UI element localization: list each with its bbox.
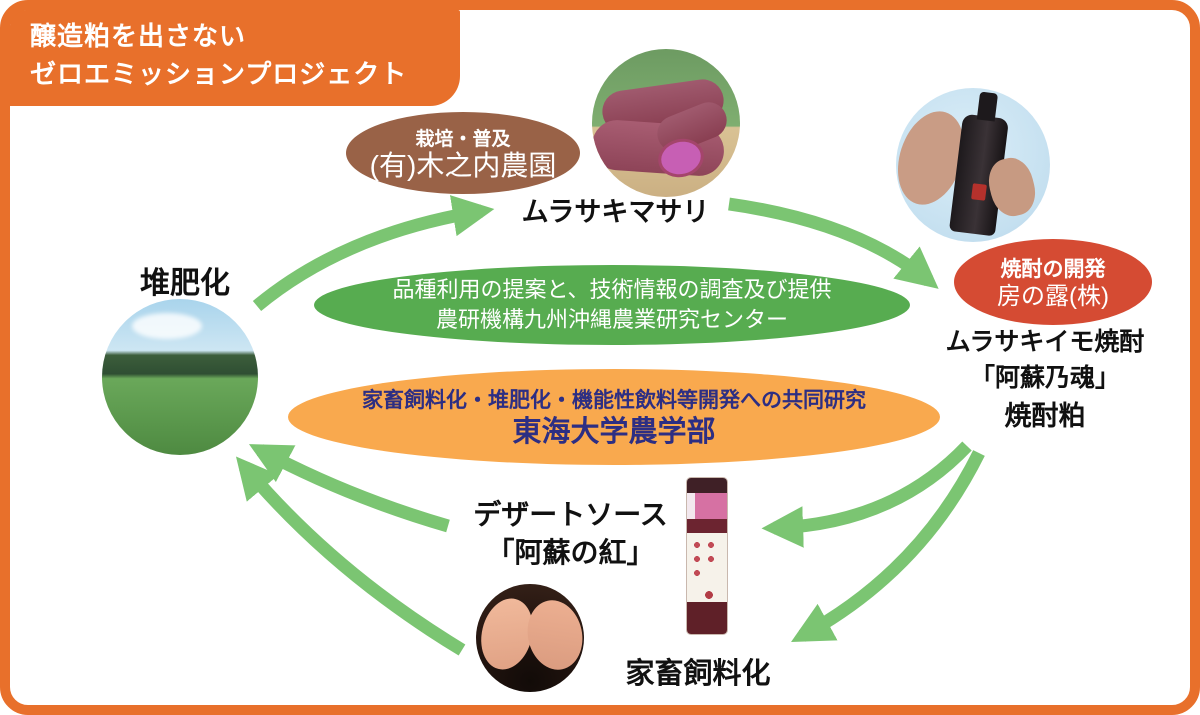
- arrow-compost-to-cultivation: [252, 195, 495, 312]
- shochu-product-line2: 「阿蘇乃魂」: [969, 364, 1120, 393]
- dessert-sauce-bottle-photo: [686, 477, 728, 635]
- bottle-label-mark: [971, 183, 987, 201]
- arrow-dessert-to-compost: [248, 444, 450, 533]
- shochu-development-ellipse: 焼酎の開発 房の露(株): [954, 239, 1152, 325]
- dessert-sauce-line2: 「阿蘇の紅」: [486, 536, 655, 568]
- dessert-sauce-line1: デザートソース: [473, 499, 668, 530]
- shochu-product-label: ムラサキイモ焼酎 「阿蘇乃魂」 焼酎粕: [910, 324, 1180, 436]
- university-name: 東海大学農学部: [512, 415, 716, 448]
- arrow-variety-to-shochu-dev: [728, 197, 939, 289]
- livestock-feed-label: 家畜飼料化: [625, 658, 771, 690]
- bottle-body-label-shape: [687, 533, 727, 602]
- project-title-line1: 醸造粕を出さない: [30, 21, 247, 51]
- project-title-line2: ゼロエミッションプロジェクト: [30, 58, 408, 89]
- sauce-liquid-shape: [687, 519, 727, 533]
- joint-research-role: 家畜飼料化・堆肥化・機能性飲料等開発への共同研究: [362, 388, 866, 412]
- compost-label: 堆肥化: [140, 267, 230, 300]
- pig-shape: [521, 595, 584, 675]
- university-joint-research-ellipse: 家畜飼料化・堆肥化・機能性飲料等開発への共同研究 東海大学農学部: [284, 365, 944, 469]
- pigs-photo: [476, 584, 584, 692]
- bottle-neck-label-shape: [687, 493, 727, 519]
- research-center-role: 品種利用の提案と、技術情報の調査及び提供: [392, 277, 832, 303]
- project-title-banner: 醸造粕を出さない ゼロエミッションプロジェクト: [10, 10, 460, 106]
- cultivation-role: 栽培・普及: [415, 129, 511, 151]
- cultivation-farm-name: (有)木之内農園: [369, 150, 557, 182]
- research-center-ellipse: 品種利用の提案と、技術情報の調査及び提供 農研機構九州沖縄農業研究センター: [310, 261, 914, 349]
- cultivation-farm-ellipse: 栽培・普及 (有)木之内農園: [346, 112, 580, 194]
- purple-sweet-potato-photo: [592, 49, 740, 197]
- shochu-dev-role: 焼酎の開発: [1000, 257, 1106, 281]
- shochu-dev-company: 房の露(株): [997, 282, 1109, 310]
- shochu-waste-label: 焼酎粕: [1004, 400, 1086, 431]
- arrow-feed-to-compost: [235, 456, 466, 656]
- sauce-liquid-shape: [687, 602, 727, 634]
- shochu-product-line1: ムラサキイモ焼酎: [945, 328, 1145, 356]
- variety-label: ムラサキマサリ: [521, 197, 710, 227]
- arrow-shochukasu-to-feed: [791, 450, 985, 642]
- cloud-shape: [132, 313, 202, 339]
- dessert-sauce-label: デザートソース 「阿蘇の紅」: [438, 496, 703, 572]
- research-center-name: 農研機構九州沖縄農業研究センター: [435, 307, 788, 332]
- shochu-bottle-in-hand-photo: [896, 88, 1050, 242]
- farm-field-photo: [102, 299, 258, 455]
- bottle-cap-shape: [687, 478, 727, 493]
- arrow-shochukasu-to-dessert: [761, 441, 972, 548]
